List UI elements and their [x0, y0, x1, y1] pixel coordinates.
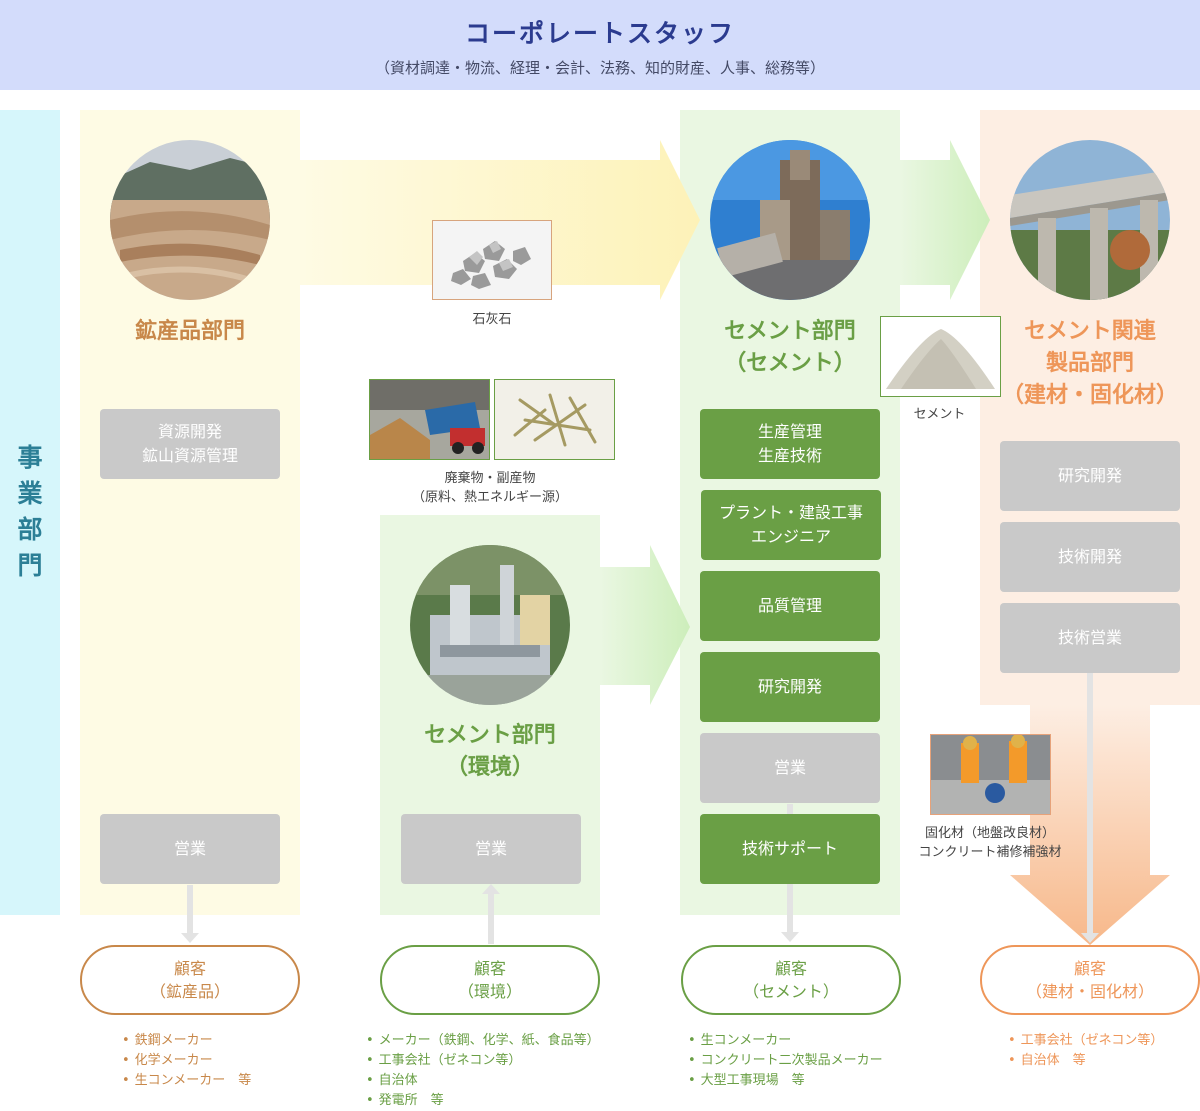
title-line: セメント関連 [1024, 319, 1156, 344]
business-division-sidebar [0, 110, 60, 915]
list-item: コンクリート二次製品メーカー [688, 1051, 883, 1071]
limestone-photo [432, 220, 552, 300]
mining-division-title: 鉱産品部門 [134, 319, 245, 344]
list-item: メーカー（鉄鋼、化学、紙、食品等） [366, 1031, 600, 1051]
banner-subtitle: （資材調達・物流、経理・会計、法務、知的財産、人事、総務等） [374, 59, 825, 77]
title-line: セメント部門 [424, 723, 556, 748]
business-division-label: 事 業 部 門 [17, 443, 43, 580]
mine-quarry-photo [110, 140, 270, 300]
related-connector-arrowhead [1081, 933, 1099, 943]
banner-title: コーポレートスタッフ [464, 19, 735, 48]
list-item: 大型工事現場 等 [688, 1071, 883, 1091]
related-customer-list: 工事会社（ゼネコン等） 自治体 等 [1008, 1031, 1164, 1071]
technology-development-box: 技術開発 [1000, 522, 1180, 592]
cement-to-related-arrow [900, 140, 990, 300]
cement-plant-photo [710, 140, 870, 300]
cement-powder-caption: セメント [913, 407, 966, 422]
title-line: （建材・固化材） [1001, 383, 1178, 408]
customer-category: （セメント） [743, 982, 839, 1001]
title-line: （環境） [445, 755, 534, 780]
related-sales-connector [1087, 673, 1093, 935]
cement-division-title: セメント部門 （セメント） [680, 316, 900, 380]
resource-development-box: 資源開発 鉱山資源管理 [100, 409, 280, 479]
list-item: 生コンメーカー 等 [122, 1071, 252, 1091]
waste-caption: 廃棄物・副産物 （原料、熱エネルギー源） [411, 471, 568, 505]
cement-customer-list: 生コンメーカー コンクリート二次製品メーカー 大型工事現場 等 [688, 1031, 883, 1091]
bridge-photo [1010, 140, 1170, 300]
corporate-staff-banner [0, 0, 1200, 90]
related-research-box: 研究開発 [1000, 441, 1180, 511]
cement-sales-box: 営業 [700, 733, 880, 803]
environment-to-cement-arrow [600, 545, 690, 705]
title-line: （セメント） [724, 351, 856, 376]
list-item: 鉄鋼メーカー [122, 1031, 251, 1051]
environment-plant-photo [410, 545, 570, 705]
solidifier-caption: 固化材（地盤改良材） コンクリート補修補強材 [918, 826, 1062, 860]
plant-engineering-box: プラント・建設工事 エンジニア [701, 490, 881, 560]
list-item: 工事会社（ゼネコン等） [1008, 1031, 1164, 1051]
technical-sales-box: 技術営業 [1000, 603, 1180, 673]
waste-fiber-photo [494, 379, 615, 460]
customer-category: （建材・固化材） [1025, 982, 1154, 1001]
quality-control-box: 品質管理 [700, 571, 880, 641]
production-management-box: 生産管理 生産技術 [700, 409, 880, 479]
title-line: セメント部門 [724, 319, 856, 344]
limestone-caption: 石灰石 [472, 312, 512, 327]
list-item: 化学メーカー [122, 1051, 251, 1071]
customer-category: （環境） [457, 982, 522, 1001]
environment-customer-list: メーカー（鉄鋼、化学、紙、食品等） 工事会社（ゼネコン等） 自治体 発電所 等 [366, 1031, 600, 1111]
cement-powder-photo [880, 316, 1001, 397]
mining-connector-arrowhead [181, 933, 199, 943]
customer-label: 顧客 [173, 959, 206, 978]
environment-sales-box: 営業 [401, 814, 581, 884]
technical-support-box: 技術サポート [700, 814, 880, 884]
environment-division-title: セメント部門 （環境） [380, 720, 600, 784]
list-item: 自治体 [366, 1071, 600, 1091]
list-item: 発電所 等 [366, 1091, 600, 1111]
cement-customer-pill: 顧客 （セメント） [681, 945, 901, 1015]
customer-category: （鉱産品） [149, 982, 230, 1001]
related-customer-pill: 顧客 （建材・固化材） [980, 945, 1200, 1015]
solidifier-photo [930, 734, 1051, 815]
cement-connector-arrowhead [781, 932, 799, 942]
customer-label: 顧客 [473, 959, 506, 978]
waste-truck-photo [369, 379, 490, 460]
mining-sales-box: 営業 [100, 814, 280, 884]
list-item: 生コンメーカー [688, 1031, 883, 1051]
environment-customer-pill: 顧客 （環境） [380, 945, 600, 1015]
env-connector-arrowhead [482, 884, 500, 894]
cement-research-box: 研究開発 [700, 652, 880, 722]
mining-customer-list: 鉄鋼メーカー 化学メーカー 生コンメーカー 等 [122, 1031, 252, 1091]
customer-label: 顧客 [1073, 959, 1106, 978]
list-item: 自治体 等 [1008, 1051, 1163, 1071]
mining-sales-connector [187, 885, 193, 937]
list-item: 工事会社（ゼネコン等） [366, 1051, 600, 1071]
env-sales-connector [488, 892, 494, 944]
customer-label: 顧客 [774, 959, 807, 978]
mining-customer-pill: 顧客 （鉱産品） [80, 945, 300, 1015]
title-line: 製品部門 [1045, 351, 1134, 376]
related-division-title: セメント関連 製品部門 （建材・固化材） [980, 316, 1200, 412]
